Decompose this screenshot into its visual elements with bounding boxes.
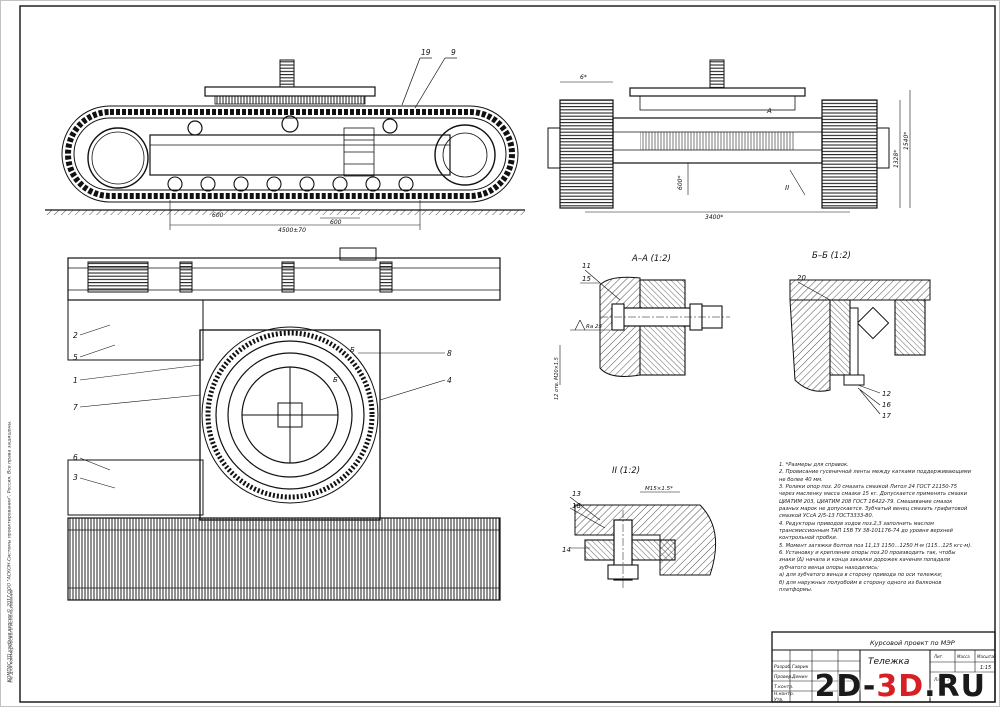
leader-label: 2 [73, 331, 78, 340]
note-line: не более 40 мм. [779, 476, 823, 483]
note-line: платформы. [779, 586, 813, 593]
note-line: смазкой УСсА 2/5-13 ГОСТ3333-80. [779, 513, 874, 520]
watermark-right: .RU [924, 669, 986, 704]
note-line: разных марок не допускается. Зубчатый ве… [779, 506, 968, 513]
note-line: 1. *Размеры для справок. [779, 462, 849, 468]
note-line: 2. Провисание гусеничной ленты между кат… [779, 469, 972, 476]
note-line: 3. Ролики опор поз. 20 смазать смазкой Л… [779, 484, 958, 491]
leader-label: 7 [73, 403, 78, 412]
leader-label: 3 [73, 473, 78, 482]
plan-view-labels: 2 5 1 7 6 3 8 4 Б Б [73, 331, 452, 482]
side-view-labels: 19 9 600 4500±70 600 [212, 48, 456, 234]
section-mark: Б [350, 346, 355, 354]
plan-view [67, 247, 501, 601]
note-line: знаки (Δ) начала и конца закалки дорожек… [779, 557, 951, 564]
side-view-track [45, 57, 525, 230]
note-line: б) для наружных полуобойм в сторону одно… [779, 579, 942, 586]
section-a-a [559, 269, 730, 385]
leader-label: 17 [882, 412, 891, 420]
leader-label: 1 [73, 376, 78, 385]
role-label: Н.контр. [774, 691, 794, 697]
leader-label: 20 [797, 274, 806, 282]
leader-label: 15 [582, 275, 591, 283]
section-mark: Б [333, 376, 338, 384]
person-label: Демин [791, 674, 808, 680]
leader-label: 14 [562, 546, 571, 554]
section-ii-labels: II (1:2) 13 18 14 M15×1.5* [562, 466, 673, 554]
leader-label: 11 [582, 262, 591, 270]
watermark-logo[interactable]: 2D-3D.RU [815, 669, 986, 704]
note-line: через масленку масса смазки 15 кг. Допус… [779, 491, 968, 498]
section-title: II (1:2) [612, 466, 640, 476]
note-line: зубчатого венца опоры находились: [779, 564, 879, 571]
note-line: 6. Установку и крепление опоры поз.20 пр… [779, 550, 956, 557]
drawing-frame [19, 5, 996, 703]
role-label: Разраб. [774, 664, 792, 670]
leader-label: 13 [572, 490, 581, 498]
col-head: Масса [957, 654, 970, 659]
section-mark: II [785, 184, 789, 192]
note-line: 5. Момент затяжки болтов поз 11,13 1150.… [779, 542, 972, 549]
dim-label: M15×1.5* [645, 486, 673, 492]
section-title: Б–Б (1:2) [812, 251, 851, 261]
section-b-b-labels: Б–Б (1:2) 20 12 16 17 [797, 251, 891, 420]
note-line: а) для зубчатого венца в сторону привода… [779, 572, 943, 579]
leader-label: 5 [73, 353, 78, 362]
leader-label: 19 [421, 48, 431, 57]
technical-notes: 1. *Размеры для справок. 2. Провисание г… [779, 462, 991, 594]
section-ii [569, 491, 717, 590]
leader-label: 12 [882, 390, 891, 398]
dim-label: 12 отв. M20×1.5 [554, 357, 560, 400]
watermark-left: 2D- [814, 669, 877, 704]
roughness-label: Ra 25 [586, 324, 602, 330]
leader-label: 6 [73, 453, 78, 462]
role-label: Провер. [774, 674, 793, 680]
title-block [771, 631, 996, 703]
drawing-name: Тележка [868, 657, 909, 667]
role-label: Утв. [774, 697, 783, 703]
leader-label: 8 [447, 349, 452, 358]
front-view-track [547, 59, 911, 213]
dim-label: 4500±70 [278, 227, 306, 234]
leader-label: 9 [451, 48, 456, 57]
dim-label: 3400* [705, 214, 723, 221]
col-head: Масштаб [977, 654, 997, 659]
side-license: Не для коммерческого использования [9, 443, 15, 683]
section-a-a-labels: A–A (1:2) 11 15 Ra 25 12 отв. M20×1.5 [554, 254, 671, 400]
note-line: трансмиссионным ТАП 15В ТУ 38-101176-74 … [779, 528, 953, 535]
leader-label: 4 [447, 376, 452, 385]
side-license-text: Не для коммерческого использования [9, 589, 15, 683]
dim-label: 1540* [903, 132, 910, 150]
section-b-b [789, 279, 931, 415]
leader-label: 16 [882, 401, 891, 409]
scale-value: 1:15 [980, 665, 991, 671]
section-mark: А [766, 107, 772, 115]
title-block-text: Курсовой проект по МЭР Тележка Разраб. П… [774, 639, 997, 703]
sheet-number: Лист 1 [933, 677, 950, 683]
col-head: Лит. [933, 654, 943, 659]
role-label: Т.контр. [774, 684, 794, 690]
note-line: ЦИАТИМ 203, ЦИАТИМ 208 ГОСТ 16422-79. См… [779, 498, 953, 505]
dim-label: 600* [677, 176, 684, 190]
dim-label: 1328* [893, 150, 900, 168]
front-view-labels: 6* 3400* 600* 1328* 1540* А II [580, 74, 910, 221]
dim-label: 600 [330, 219, 342, 226]
dim-label: 6* [580, 74, 587, 81]
watermark-mid: 3D [876, 669, 925, 704]
person-label: Гаврик [792, 664, 809, 670]
note-line: контрольной пробки. [779, 535, 838, 542]
project-title: Курсовой проект по МЭР [870, 639, 955, 647]
section-title: A–A (1:2) [631, 254, 671, 264]
note-line: 4. Редукторы приводов ходов поз.2,3 запо… [779, 520, 934, 527]
dim-label: 600 [212, 212, 224, 219]
leader-label: 18 [572, 502, 581, 510]
